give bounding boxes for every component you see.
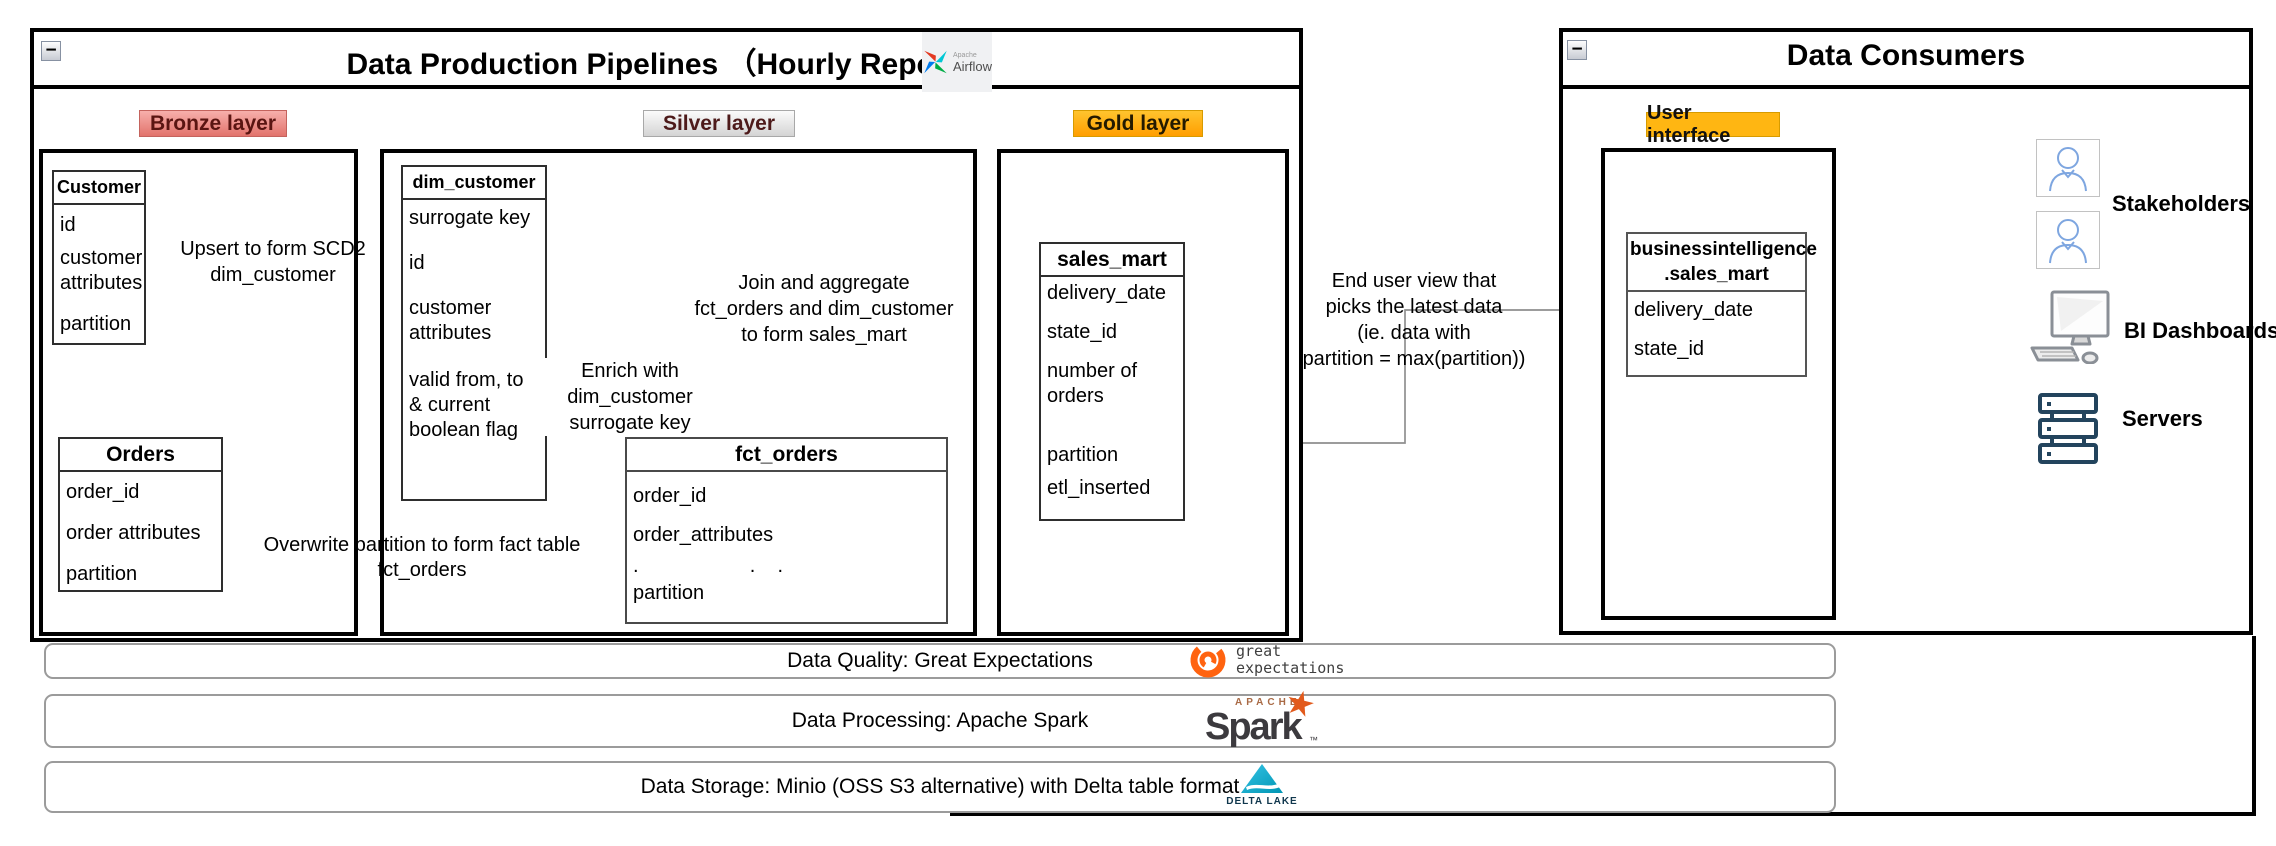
edge-label-overwrite: Overwrite partition to form fact table f… [263, 534, 581, 581]
data-processing-label: Data Processing: Apache Spark [791, 709, 1089, 732]
table-row: delivery_date [1634, 299, 1753, 321]
data-quality-label: Data Quality: Great Expectations [787, 649, 1093, 672]
stakeholders-label: Stakeholders [2112, 191, 2251, 216]
bi-dashboard-icon [2030, 290, 2114, 364]
user-interface-box [1601, 148, 1836, 620]
spark-star-icon: ★ [1280, 681, 1320, 727]
table-header: sales_mart [1041, 244, 1183, 277]
table-row: partition [66, 563, 138, 585]
table-row: partition [633, 582, 705, 604]
table-header: Orders [60, 439, 221, 472]
airflow-logo: Apache Airflow [922, 32, 992, 92]
table-row: state_id [1047, 321, 1118, 343]
table-header: dim_customer [403, 167, 545, 200]
great-expectations-logo: great expectations [1188, 640, 1344, 680]
table-fct-orders: fct_orders order_id order_attributes . .… [625, 437, 948, 624]
table-row: partition [60, 313, 132, 335]
bronze-layer-label: Bronze layer [139, 110, 287, 137]
data-storage-bar: Data Storage: Minio (OSS S3 alternative)… [44, 761, 1836, 813]
airflow-pinwheel-icon [924, 50, 947, 74]
delta-lake-icon [1241, 764, 1283, 793]
servers-icon [2036, 392, 2100, 466]
minus-icon: − [1571, 39, 1583, 60]
table-row: order_id [66, 481, 140, 503]
data-storage-label: Data Storage: Minio (OSS S3 alternative)… [640, 775, 1240, 798]
table-bi-sales-mart: businessintelligence .sales_mart deliver… [1626, 232, 1817, 377]
table-row: surrogate key [409, 207, 531, 229]
consumers-title: Data Consumers [1786, 39, 2026, 72]
edge-label-upsert: Upsert to form SCD2 dim_customer [180, 238, 366, 286]
servers-label: Servers [2122, 406, 2203, 431]
apache-spark-logo: APACHE Spark ★ ™ [1205, 681, 1320, 748]
airflow-apache-label: Apache [952, 51, 977, 59]
table-row: id [409, 252, 425, 274]
table-header: businessintelligence .sales_mart [1628, 234, 1817, 292]
table-row: order_id [633, 485, 707, 507]
stakeholder-icon [2036, 211, 2100, 269]
table-orders: Orders order_id order attributes partiti… [58, 437, 223, 592]
table-sales-mart: sales_mart delivery_date state_id number… [1039, 242, 1185, 521]
gold-layer-label: Gold layer [1073, 110, 1203, 137]
edge-label-join: Join and aggregate fct_orders and dim_cu… [694, 272, 954, 346]
table-row: id [60, 214, 76, 236]
table-row: state_id [1634, 338, 1705, 360]
minus-icon: − [45, 40, 57, 61]
table-row: customer attributes [60, 247, 143, 294]
stakeholder-icon [2036, 139, 2100, 197]
table-row: partition [1047, 444, 1119, 466]
collapse-button-consumers[interactable]: − [1567, 40, 1587, 60]
consumers-title-divider [1559, 85, 2253, 89]
table-row: etl_inserted [1047, 477, 1151, 499]
table-row: customer attributes [409, 297, 492, 344]
data-quality-bar: Data Quality: Great Expectations [44, 643, 1836, 679]
table-row: valid from, to & current boolean flag [409, 369, 524, 441]
table-row: . . . [633, 555, 784, 577]
table-dim-customer: dim_customer surrogate key id customer a… [401, 165, 547, 501]
table-row: order_attributes [633, 524, 774, 546]
user-interface-label: User interface [1646, 102, 1780, 147]
pipeline-title: Data Production Pipelines （Hourly Report… [346, 48, 987, 81]
table-row: delivery_date [1047, 282, 1166, 304]
airflow-name-label: Airflow [952, 58, 992, 74]
table-header: Customer [54, 172, 144, 205]
edge-label-enrich: Enrich with dim_customer surrogate key [545, 358, 715, 436]
edge-label-end-user-view: End user view that picks the latest data… [1302, 270, 1526, 370]
delta-lake-logo: DELTA LAKE [1222, 763, 1302, 807]
silver-layer-label: Silver layer [643, 110, 795, 137]
pipeline-title-divider [30, 85, 1303, 89]
table-row: order attributes [66, 522, 201, 544]
data-processing-bar: Data Processing: Apache Spark [44, 694, 1836, 748]
table-header: fct_orders [627, 439, 946, 472]
table-customer: Customer id customer attributes partitio… [52, 170, 146, 345]
great-expectations-icon [1190, 642, 1226, 678]
table-row: number of orders [1047, 360, 1138, 407]
collapse-button-pipeline[interactable]: − [41, 41, 61, 61]
bi-dashboards-label: BI Dashboards [2124, 318, 2276, 343]
